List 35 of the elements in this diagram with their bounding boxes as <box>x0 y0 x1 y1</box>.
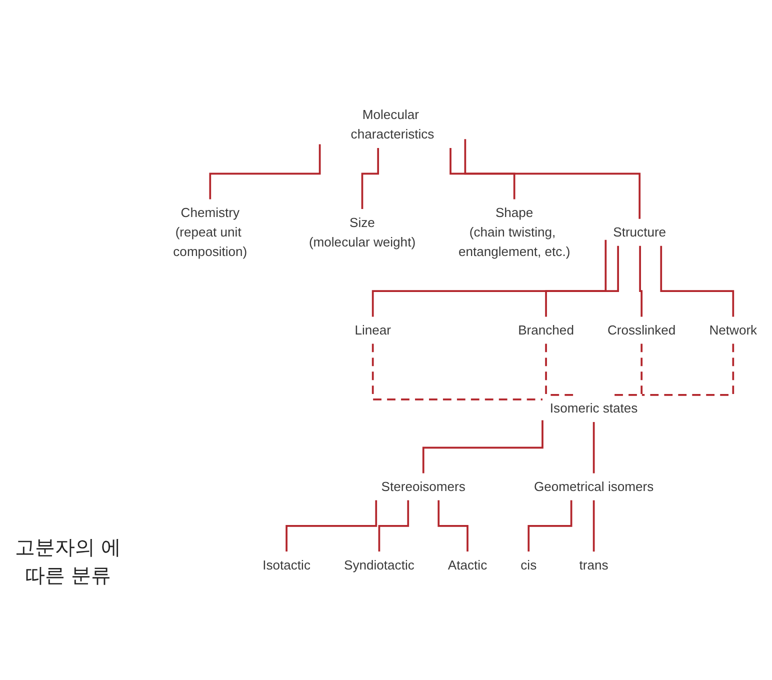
connector <box>545 246 619 318</box>
node-text: Branched <box>518 322 574 338</box>
connector <box>464 139 641 220</box>
connector <box>286 500 378 552</box>
connector <box>450 148 516 200</box>
connector <box>528 500 572 552</box>
connector <box>438 500 468 552</box>
node-text: Stereoisomers <box>381 478 466 494</box>
connector <box>209 144 321 200</box>
connector <box>660 246 734 318</box>
node-text: Shape (chain twisting, entanglement, etc.) <box>458 204 570 259</box>
node-text: cis <box>520 557 537 572</box>
connector <box>378 500 410 552</box>
node-text: Isotactic <box>262 557 310 572</box>
connector <box>592 422 595 474</box>
node-text: Crosslinked <box>608 322 676 338</box>
node-text: Molecular characteristics <box>350 107 434 142</box>
node-text: Linear <box>354 322 391 338</box>
connector <box>361 148 380 210</box>
node-text: Network <box>709 322 758 338</box>
node-text: Geometrical isomers <box>534 478 654 494</box>
connector <box>372 344 542 400</box>
node-text: Size (molecular weight) <box>308 214 416 250</box>
connector <box>639 246 643 318</box>
node-text: Structure <box>613 224 666 240</box>
node-text: trans <box>579 557 608 572</box>
node-text: Isomeric states <box>550 400 638 416</box>
connector <box>592 500 595 552</box>
connector <box>642 344 734 396</box>
connector <box>422 420 544 474</box>
node-text: Atactic <box>448 557 488 572</box>
side-caption: 고분자의 에 따른 분류 <box>14 536 122 589</box>
connector <box>372 240 607 318</box>
node-text: Syndiotactic <box>344 557 414 572</box>
node-text: Chemistry (repeat unit composition) <box>173 204 248 259</box>
